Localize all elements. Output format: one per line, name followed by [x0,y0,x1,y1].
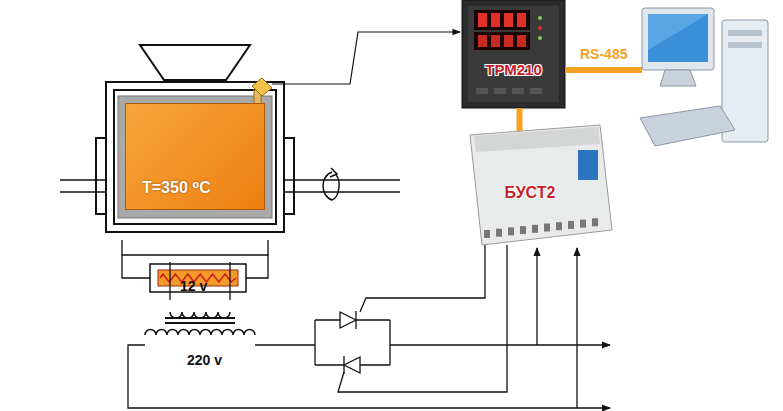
furnace-housing [106,82,284,232]
wires [122,240,268,255]
controller-device [478,13,526,47]
node-label: ТРМ210 [485,61,542,78]
furnace-lining [118,96,272,218]
computer [648,14,708,50]
wires [360,245,485,312]
controller-device [476,88,488,94]
output-module [470,125,612,245]
output-module [496,229,502,237]
output-module [556,222,562,230]
controller-device [504,13,513,27]
computer [642,8,714,70]
controller-device [517,13,526,27]
computer [660,70,696,86]
controller-device [474,10,530,30]
controller-device [494,88,506,94]
output-module [484,230,490,238]
wires [170,262,230,300]
controller-device [468,6,559,102]
output-module [474,127,600,152]
furnace-housing [114,90,276,224]
controller-device [491,13,500,27]
furnace-housing [96,138,106,214]
output-module [508,227,514,235]
output-module-box: БУСТ2 [474,176,586,210]
interface-label: RS-485 [580,46,627,62]
controller-box: ТРМ210 [462,52,565,86]
shaft [60,191,106,193]
wires [255,344,315,345]
controller-device [538,36,542,40]
transformer [145,330,255,336]
rs485-link [565,67,642,73]
node-label: T=350 ⁰C [142,178,211,197]
wires [536,248,537,345]
computer [728,30,762,36]
output-module [592,218,598,226]
controller-device [530,88,542,94]
wires [128,345,610,408]
shaft [284,191,400,193]
signal-wire [272,32,460,84]
computer [640,8,768,146]
controller-device [538,16,542,20]
controller-device [512,88,524,94]
rotation-arrow [330,168,337,177]
thyristor-pair [315,311,390,374]
wires [576,248,577,408]
output-module [532,225,538,233]
link-connector [517,108,523,131]
node-label: БУСТ2 [505,184,556,202]
output-module [580,220,586,228]
output-module [484,218,598,238]
controller-device [478,35,487,47]
thyristor-pair [355,311,356,329]
controller-device [504,35,513,47]
hopper [140,45,250,80]
transformer [165,317,235,319]
transformer [145,312,255,335]
output-module [544,224,550,232]
furnace-housing [96,82,294,232]
furnace-chamber: T=350 ⁰C [125,103,265,210]
thyristor-pair [343,356,344,374]
controller-device [478,13,487,27]
transformer [165,322,235,324]
controller-device [491,35,500,47]
wires [122,240,610,408]
thyristor-pair [315,320,390,365]
shaft [60,179,106,181]
wires [338,245,507,392]
computer [728,42,762,48]
computer [640,106,735,146]
controller-device [517,35,526,47]
shaft [284,179,400,181]
furnace-housing [284,138,294,214]
computer [648,14,708,62]
output-module [520,226,526,234]
thyristor-pair [344,357,360,373]
voltage-label: 12 v [180,278,207,294]
output-module [568,221,574,229]
rotation-arrow [323,168,339,200]
controller-device [462,0,565,108]
controller-device [462,0,565,108]
output-module [470,125,612,245]
wires [122,255,268,278]
thyristor-pair [340,312,356,328]
voltage-label: 220 v [187,352,222,368]
output-module [578,150,598,180]
thermocouple [252,78,272,96]
controller-device [538,26,542,30]
controller-device [474,32,530,50]
